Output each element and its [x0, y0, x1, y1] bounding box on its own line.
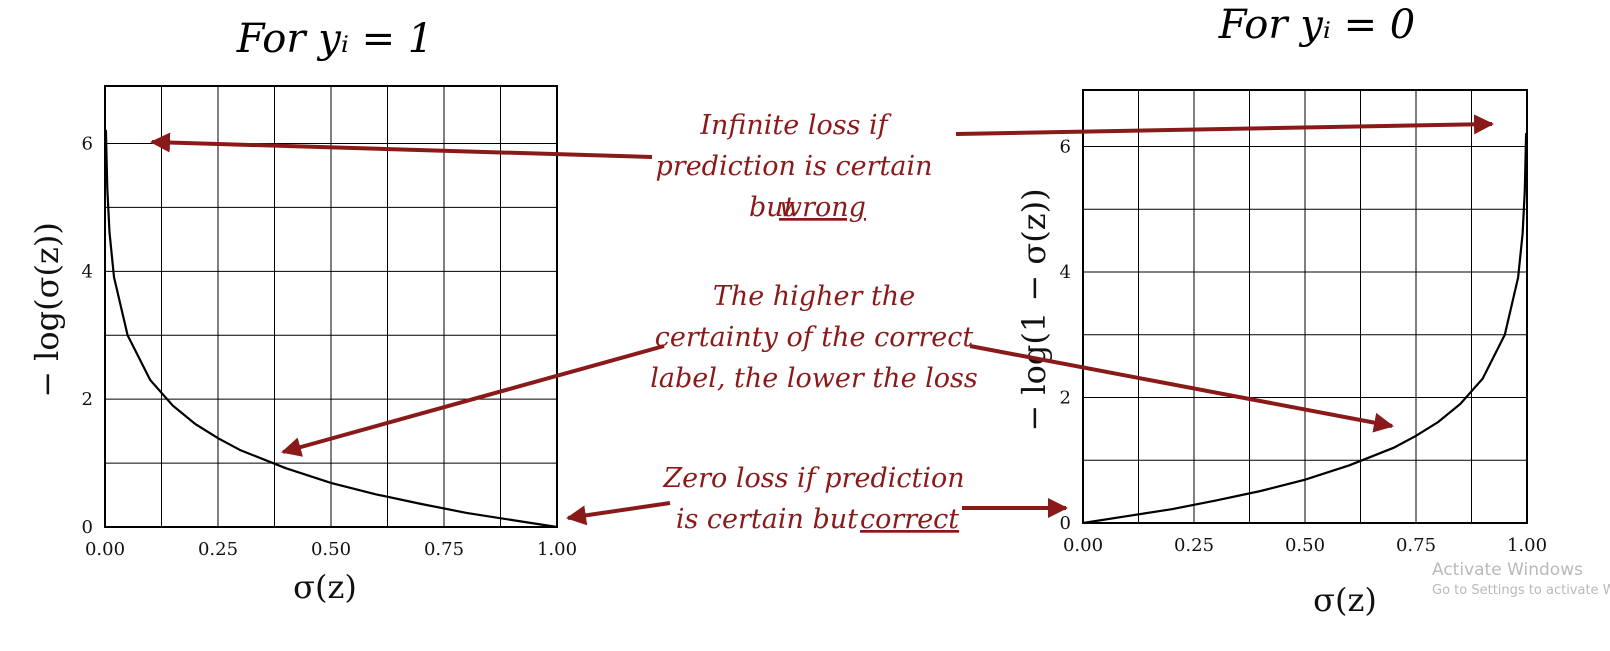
- x-tick-label: 0.25: [198, 539, 238, 560]
- annotation-line-prefix: is certain but: [676, 504, 858, 535]
- curve-point: [1482, 378, 1484, 380]
- arrow-to-left-zero: [566, 501, 671, 526]
- curve-point: [127, 334, 129, 336]
- curve-point: [466, 512, 468, 514]
- curve-point: [105, 129, 107, 131]
- x-tick-label: 0.75: [1396, 535, 1436, 556]
- curve-point: [217, 437, 219, 439]
- annotation-line-prefix: but: [749, 192, 795, 223]
- chart-right: 0.00 0.25 0.50 0.75 1.00 0 2 4 6 For yᵢ = 0 σ(z) − …: [1015, 2, 1547, 619]
- curve-point: [1260, 490, 1262, 492]
- arrow-to-left-curve: [281, 344, 665, 457]
- curve-point: [1393, 447, 1395, 449]
- curve-point: [1504, 334, 1506, 336]
- curve-point: [285, 467, 287, 469]
- curve-point: [240, 449, 242, 451]
- annotation-line: Infinite loss if: [699, 110, 891, 141]
- y-tick-label: 2: [82, 389, 93, 410]
- watermark-line2: Go to Settings to activate Windows.: [1432, 583, 1610, 598]
- annotation-arrows: [150, 114, 1494, 526]
- curve-point: [1459, 403, 1461, 405]
- arrow-to-right-infinite: [955, 114, 1494, 136]
- y-tick-label: 6: [82, 134, 93, 155]
- curve-point: [106, 187, 108, 189]
- curve-point: [375, 493, 377, 496]
- x-tick-label: 0.00: [85, 539, 125, 560]
- curve-point: [511, 519, 513, 521]
- curve-point: [194, 423, 196, 425]
- y-tick-label: 0: [1060, 513, 1071, 534]
- annotation-line: prediction is certain: [656, 151, 933, 182]
- y-tick-label: 4: [82, 261, 93, 282]
- chart-left: 0.00 0.25 0.50 0.75 1.00 0 2 4 6 For yᵢ = 1 σ(z) − …: [28, 16, 577, 606]
- annotation-line: The higher the: [713, 281, 915, 312]
- annotation-higher-certainty: The higher the certainty of the correct …: [650, 281, 977, 394]
- annotation-line: Zero loss if prediction: [662, 463, 964, 494]
- y-tick-label: 2: [1060, 387, 1071, 408]
- plot-frame: [1082, 89, 1528, 524]
- annotation-infinite-loss: Infinite loss if prediction is certain b…: [656, 110, 933, 223]
- y-tick-label: 6: [1060, 136, 1071, 157]
- x-tick-label: 0.00: [1063, 535, 1103, 556]
- x-tick-label: 0.75: [424, 539, 464, 560]
- curve-point: [1517, 277, 1519, 279]
- x-axis-label: σ(z): [1313, 581, 1377, 619]
- plot-frame: [104, 85, 558, 528]
- chart-title: For yᵢ = 1: [236, 16, 434, 62]
- curve-point: [113, 276, 115, 278]
- curve-point: [1525, 132, 1527, 134]
- curve-point: [1215, 499, 1217, 502]
- y-axis-label: − log(σ(z)): [28, 222, 66, 398]
- annotation-underlined-word: wrong: [779, 192, 866, 223]
- curve-point: [172, 404, 174, 407]
- watermark-line1: Activate Windows: [1432, 560, 1583, 580]
- x-tick-label: 0.25: [1174, 535, 1214, 556]
- x-tick-label: 1.00: [1507, 535, 1547, 556]
- curve-point: [1415, 435, 1417, 437]
- y-tick-label: 0: [82, 517, 93, 538]
- annotation-line: certainty of the correct: [655, 322, 974, 353]
- curve-point: [1304, 479, 1306, 481]
- y-axis-label: − log(1 − σ(z)): [1015, 188, 1053, 431]
- curve-point: [1437, 421, 1439, 423]
- curve-point: [420, 503, 422, 505]
- arrow-to-left-infinite: [150, 132, 653, 159]
- x-tick-label: 1.00: [537, 539, 577, 560]
- x-tick-label: 0.50: [1285, 535, 1325, 556]
- chart-title: For yᵢ = 0: [1218, 2, 1416, 48]
- y-tick-label: 4: [1060, 262, 1071, 283]
- curve-point: [108, 231, 111, 233]
- x-tick-label: 0.50: [311, 539, 351, 560]
- x-axis-label: σ(z): [293, 568, 357, 606]
- annotation-line: label, the lower the loss: [650, 363, 977, 394]
- curve-point: [1126, 515, 1128, 517]
- curve-point: [1521, 233, 1524, 235]
- curve-point: [1171, 508, 1173, 510]
- curve-point: [1348, 464, 1350, 466]
- curve-point: [1082, 522, 1084, 524]
- curve-point: [1524, 189, 1526, 192]
- annotation-zero-loss: Zero loss if prediction is certain but c…: [662, 463, 964, 535]
- annotation-underlined-word: correct: [860, 504, 959, 535]
- arrow-to-right-curve: [969, 344, 1394, 433]
- curve-point: [330, 482, 332, 484]
- curve-point: [556, 526, 558, 528]
- curve-point: [149, 379, 151, 381]
